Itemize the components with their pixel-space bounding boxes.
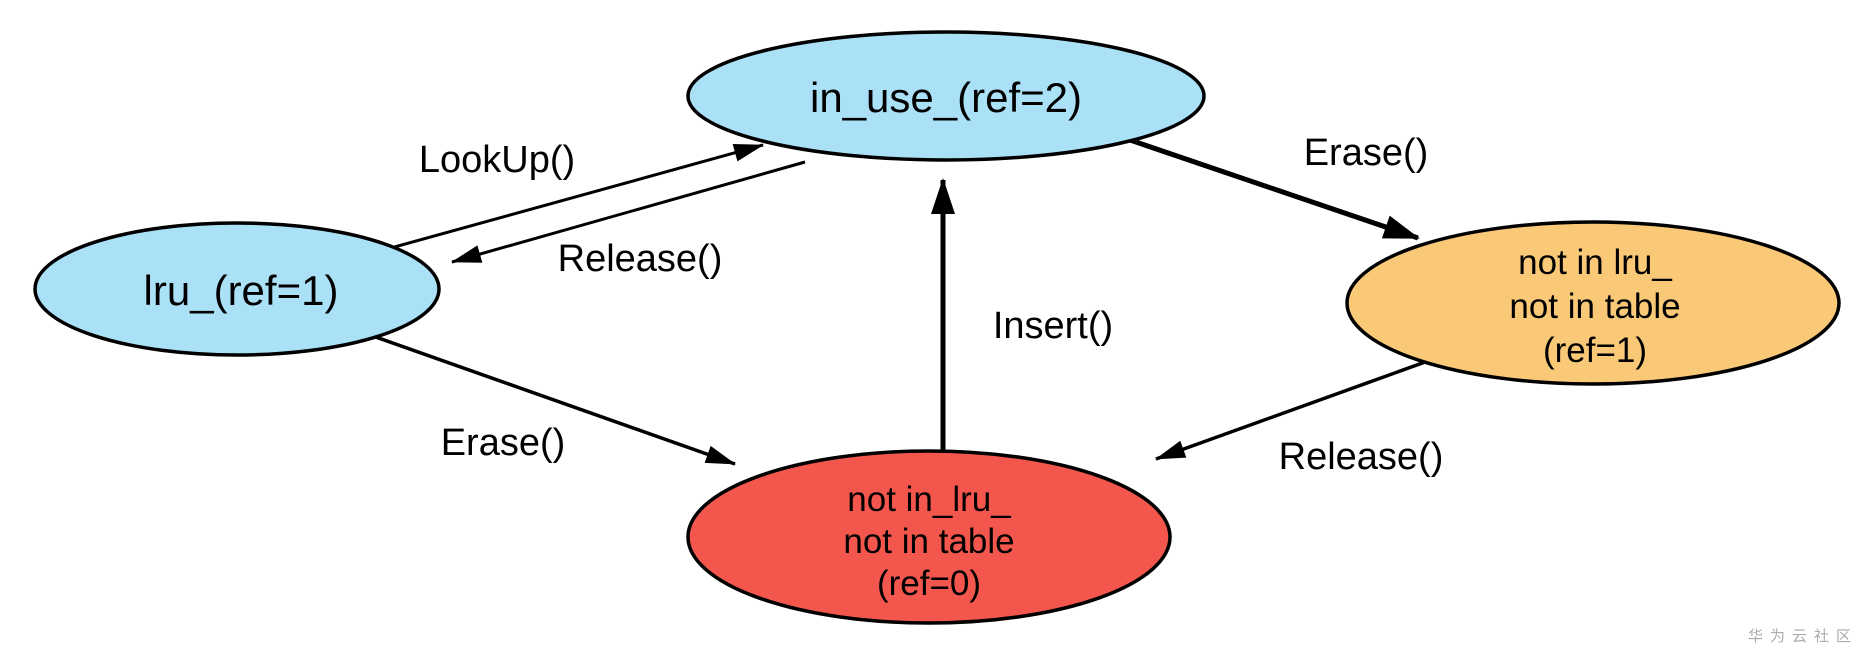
state-node-lru [33,221,441,357]
state-node-in-use [686,30,1206,162]
edge-label-erase-right: Erase() [1304,132,1429,174]
state-label-lru: lru_(ref=1) [144,267,339,314]
edge-release-in-use-to-lru [451,160,806,264]
edge-label-release-bottom: Release() [1279,436,1444,478]
state-label-not-in-lru-ref1-line3: (ref=1) [1543,331,1647,370]
edge-erase-in-use-to-not-in-table [1129,137,1420,241]
state-node-not-in-lru-ref1 [1345,220,1841,386]
edge-label-release-top: Release() [558,238,723,280]
edge-erase-lru-to-ref0 [369,333,736,466]
state-node-not-in-lru-ref0 [686,449,1172,625]
edge-label-erase-left: Erase() [441,422,566,464]
state-label-not-in-lru-ref1-line1: not in lru_ [1518,243,1672,282]
edge-lookup [379,143,764,253]
edge-label-lookup: LookUp() [419,139,575,181]
state-label-not-in-lru-ref0-line2: not in table [843,522,1014,561]
state-label-not-in-lru-ref1-line2: not in table [1509,287,1680,326]
edge-release-ref1-to-ref0 [1155,359,1429,461]
watermark-huaweicloud: 华为云社区 [1747,628,1858,645]
edge-label-insert: Insert() [993,305,1113,347]
state-label-not-in-lru-ref0-line3: (ref=0) [877,564,981,603]
state-label-not-in-lru-ref0-line1: not in_lru_ [847,480,1011,519]
state-label-in-use: in_use_(ref=2) [810,74,1082,121]
